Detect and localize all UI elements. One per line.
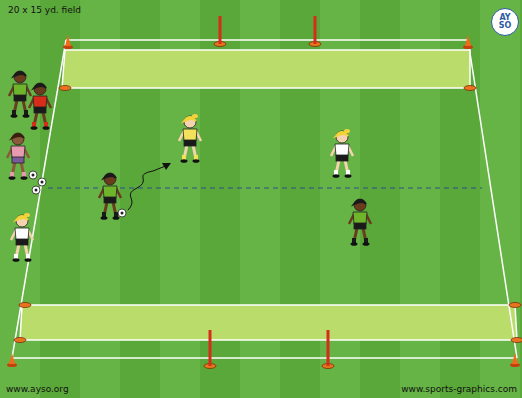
boundary-line [66, 39, 468, 41]
player [9, 71, 31, 118]
goal-pole [214, 16, 226, 47]
player [331, 129, 353, 178]
disc-cone [511, 338, 522, 343]
goal-pole [322, 330, 334, 369]
soccer-ball [118, 209, 126, 217]
goal-pole [204, 330, 216, 369]
soccer-ball [38, 178, 46, 186]
disc-cone [19, 303, 31, 308]
boundary-line [12, 40, 66, 358]
player [179, 114, 201, 163]
disc-cone [59, 86, 71, 91]
logo-circle: AY SO [491, 8, 519, 36]
soccer-ball [32, 186, 40, 194]
logo-text: AY SO [496, 14, 514, 30]
player [349, 199, 371, 246]
field-size: 20 x 15 yd. field [8, 6, 81, 16]
disc-cone [464, 86, 476, 91]
cone [463, 35, 473, 49]
watermark: www.ayso.org [6, 385, 69, 395]
disc-cone [14, 338, 26, 343]
boundary-line [12, 357, 517, 359]
cone [63, 35, 73, 49]
end-zone [20, 305, 517, 340]
cone [7, 353, 17, 367]
disc-cone [509, 303, 521, 308]
goal-pole [309, 16, 321, 47]
player [11, 213, 33, 262]
player [7, 133, 29, 180]
soccer-ball [29, 171, 37, 179]
arrow-head [162, 163, 171, 170]
dribble-path [128, 165, 168, 210]
watermark: www.sports-graphics.com [401, 385, 517, 395]
end-zone [62, 50, 470, 88]
cone [510, 353, 520, 367]
player [29, 83, 51, 130]
